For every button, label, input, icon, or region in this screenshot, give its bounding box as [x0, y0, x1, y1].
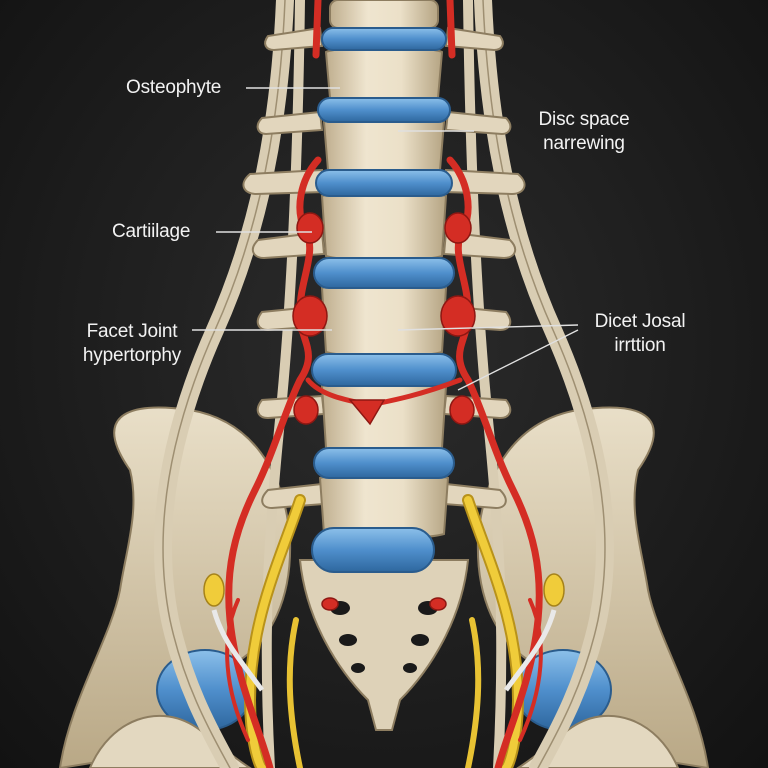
label-facet-joint-line2: hypertorphy	[82, 345, 182, 366]
label-osteophyte: Osteophyte	[126, 76, 221, 100]
label-disc-space-line1: Disc space	[538, 109, 630, 130]
leader-dicet-josal-lower	[457, 329, 579, 391]
leader-lines	[192, 87, 579, 391]
label-cartilage-text: Cartiilage	[112, 221, 191, 242]
label-disc-space: Disc space narrewing	[516, 108, 652, 156]
label-osteophyte-text: Osteophyte	[126, 77, 222, 98]
pelvis	[58, 406, 710, 768]
nerve-roots	[243, 494, 525, 768]
label-facet-joint: Facet Joint hypertorphy	[64, 320, 200, 368]
label-dicet-josal-line2: irrttion	[614, 335, 666, 356]
label-facet-joint-line1: Facet Joint	[86, 321, 178, 342]
label-disc-space-line2: narrewing	[543, 133, 625, 154]
nerve-ganglia	[203, 573, 565, 692]
label-dicet-josal-line1: Dicet Josal	[594, 311, 686, 332]
intervertebral-discs	[311, 27, 457, 573]
facet-joints	[292, 212, 476, 611]
label-cartilage: Cartiilage	[112, 220, 190, 244]
label-dicet-josal: Dicet Josal irrttion	[574, 310, 706, 358]
leader-dicet-josal-upper	[397, 324, 579, 331]
